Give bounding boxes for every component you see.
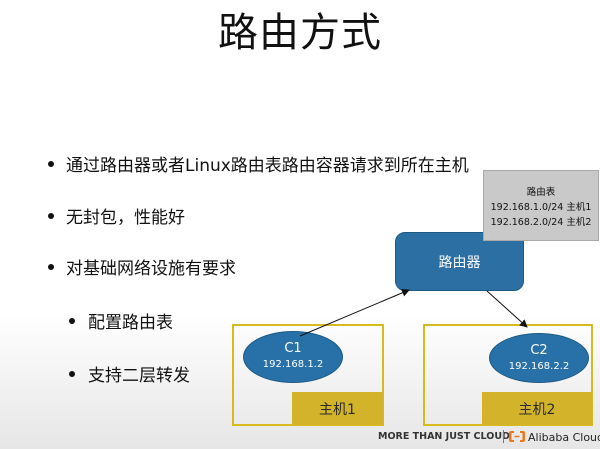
bullet-dot [48, 213, 54, 219]
footer-slogan: MORE THAN JUST CLOUD [378, 431, 510, 442]
router-node: 路由器 [395, 232, 524, 291]
bullet-no-encap: 无封包，性能好 [66, 208, 185, 228]
sub-bullet-l2-forward: 支持二层转发 [88, 366, 190, 386]
footer-bar: MORE THAN JUST CLOUD Alibaba Cloud [360, 426, 600, 449]
bullet-routing: 通过路由器或者Linux路由表路由容器请求到所在主机 [66, 156, 469, 176]
slide-title: 路由方式 [218, 10, 382, 56]
sub-bullet-dot [69, 371, 75, 377]
host1-label: 主机1 [292, 392, 383, 425]
footer-brand: Alibaba Cloud [528, 431, 600, 444]
sub-bullet-route-table: 配置路由表 [88, 313, 173, 333]
container-c2-name: C2 [530, 343, 548, 358]
footer-divider [503, 430, 504, 443]
route-table-box: 路由表 192.168.1.0/24 主机1 192.168.2.0/24 主机… [483, 170, 599, 241]
container-c2-ip: 192.168.2.2 [508, 361, 570, 372]
alibaba-cloud-logo-icon [509, 431, 525, 442]
sub-bullet-dot [69, 318, 75, 324]
container-c2: C2 192.168.2.2 [489, 333, 589, 383]
route-table-title: 路由表 [526, 187, 556, 198]
route-table-row2: 192.168.2.0/24 主机2 [490, 217, 592, 228]
arrow-c1-to-router [299, 289, 410, 337]
router-label: 路由器 [438, 254, 481, 271]
bullet-infra-requirement: 对基础网络设施有要求 [66, 259, 236, 279]
bullet-dot [48, 264, 54, 270]
container-c1: C1 192.168.1.2 [243, 331, 343, 383]
host2-label: 主机2 [482, 392, 592, 425]
arrow-router-to-c2 [486, 290, 528, 328]
container-c1-ip: 192.168.1.2 [262, 359, 324, 370]
route-table-row1: 192.168.1.0/24 主机1 [490, 202, 592, 213]
bullet-dot [48, 161, 54, 167]
host2-box [423, 324, 593, 426]
host1-box [232, 324, 384, 426]
container-c1-name: C1 [284, 341, 302, 356]
